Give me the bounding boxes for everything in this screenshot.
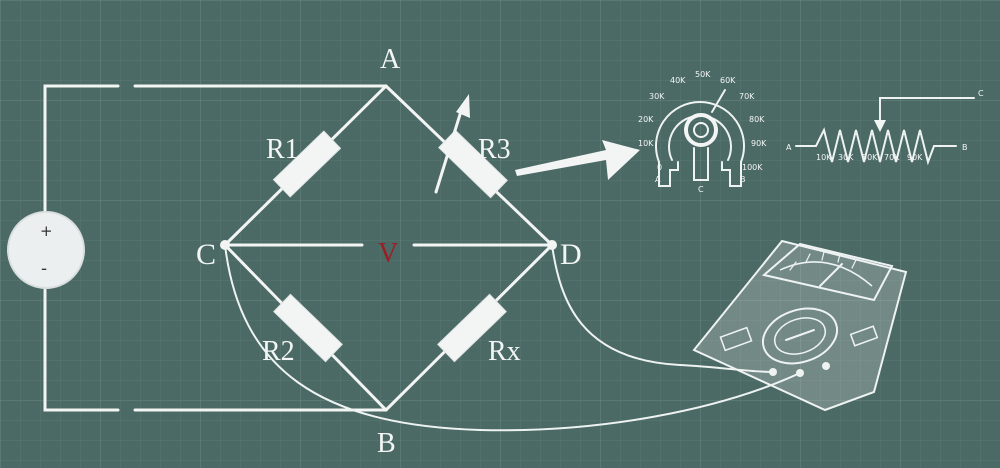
resistor-rx-label: Rx [488, 336, 521, 367]
node-label-c: C [196, 238, 216, 271]
pointer-arrow [515, 140, 640, 180]
pot-terminal-c: C [698, 185, 704, 194]
resistor-r2 [273, 293, 343, 363]
symbol-scale-30k: 30K [838, 153, 854, 162]
pot-scale-20k: 20K [638, 115, 654, 124]
battery-loop-wire [43, 84, 387, 412]
battery-source: + - [7, 211, 85, 289]
symbol-scale-90k: 90K [907, 153, 923, 162]
symbol-scale-70k: 70K [884, 153, 900, 162]
pot-scale-10k: 10K [638, 139, 654, 148]
resistor-r3 [438, 129, 508, 199]
node-label-b: B [377, 428, 396, 459]
symbol-terminal-c: C [978, 89, 984, 98]
pot-scale-60k: 60K [720, 76, 736, 85]
potentiometer-scale: 0 10K 20K 30K 40K 50K 60K 70K 80K 90K 10… [638, 70, 767, 194]
pot-scale-90k: 90K [751, 139, 767, 148]
variable-resistor-arrow [434, 94, 470, 194]
resistor-r3-label: R3 [478, 134, 511, 165]
pot-scale-80k: 80K [749, 115, 765, 124]
voltmeter-symbol: V [378, 238, 398, 269]
symbol-scale-10k: 10K [816, 153, 832, 162]
battery-minus-sign: - [41, 259, 47, 279]
pot-scale-40k: 40K [670, 76, 686, 85]
resistor-rx [437, 293, 507, 363]
potentiometer-icon [655, 89, 745, 187]
battery-plus-sign: + [40, 222, 53, 240]
resistor-r2-label: R2 [262, 336, 295, 367]
potentiometer-symbol: A B C 10K 30K 50K 70K 90K [786, 89, 984, 166]
pot-scale-100k: 100K [742, 163, 763, 172]
pot-scale-70k: 70K [739, 92, 755, 101]
pot-scale-50k: 50K [695, 70, 711, 79]
pot-scale-0: 0 [657, 163, 662, 172]
symbol-terminal-a: A [786, 143, 792, 152]
pot-terminal-a: A [655, 175, 661, 184]
resistor-r1-label: R1 [266, 134, 299, 165]
symbol-scale-50k: 50K [862, 153, 878, 162]
resistor-r1 [272, 130, 342, 198]
symbol-terminal-b: B [962, 143, 968, 152]
node-label-a: A [380, 44, 401, 75]
multimeter-icon [692, 239, 908, 412]
pot-terminal-b: B [740, 175, 746, 184]
node-label-d: D [560, 238, 582, 271]
probe-leads [224, 244, 801, 432]
pot-scale-30k: 30K [649, 92, 665, 101]
